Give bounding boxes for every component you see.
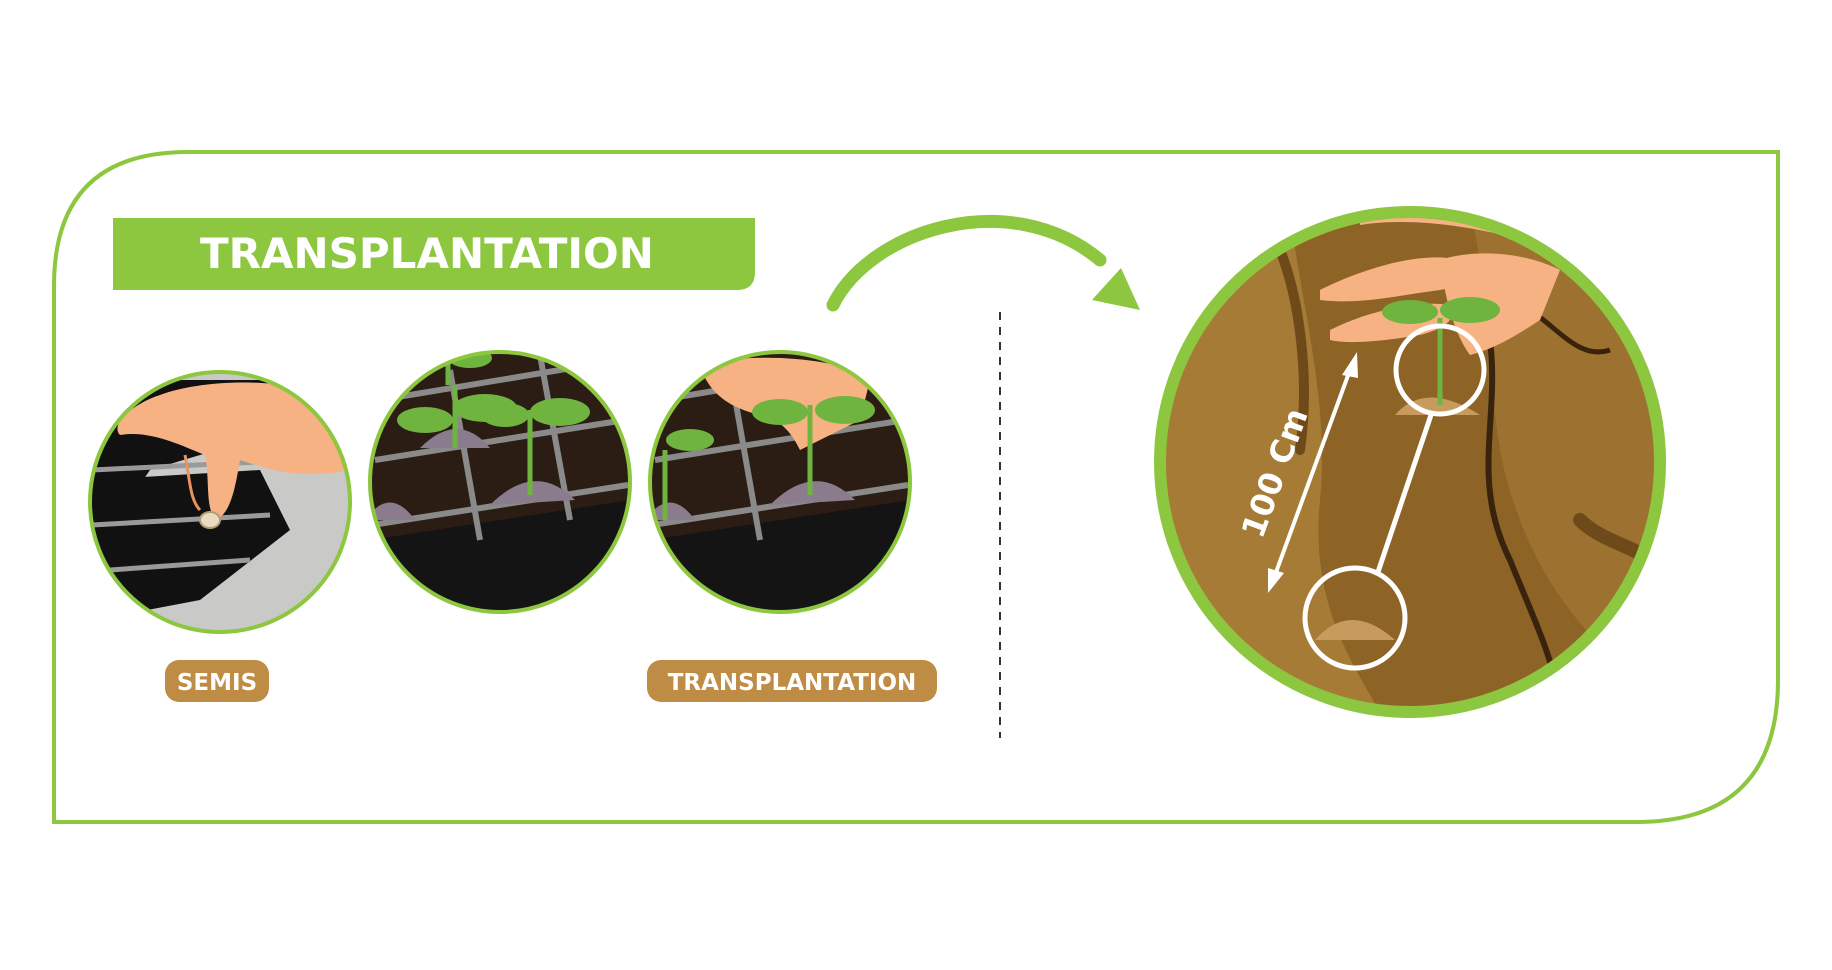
seedling-icon — [752, 396, 875, 495]
sowing-label: SEMIS — [165, 660, 269, 702]
hand-icon — [117, 382, 350, 520]
title-text: TRANSPLANTATION — [200, 229, 654, 278]
frame-border — [52, 150, 1780, 824]
seedling-icon — [481, 398, 590, 495]
transplanting-label: TRANSPLANTATION — [647, 660, 937, 702]
arrow-icon — [826, 214, 1140, 312]
transplant-pick-circle — [648, 350, 912, 614]
transplanting-label-text: TRANSPLANTATION — [668, 670, 917, 696]
seed-icon — [199, 511, 221, 529]
seedling-icon — [1382, 297, 1500, 405]
double-arrow-icon — [1268, 352, 1358, 593]
seedling-icon — [662, 429, 714, 520]
field-circle: 100 Cm — [1154, 206, 1666, 718]
sowing-label-text: SEMIS — [177, 670, 257, 696]
sowing-circle — [88, 370, 352, 634]
seedling-tray-circle — [368, 350, 632, 614]
title-banner: TRANSPLANTATION — [113, 218, 755, 290]
